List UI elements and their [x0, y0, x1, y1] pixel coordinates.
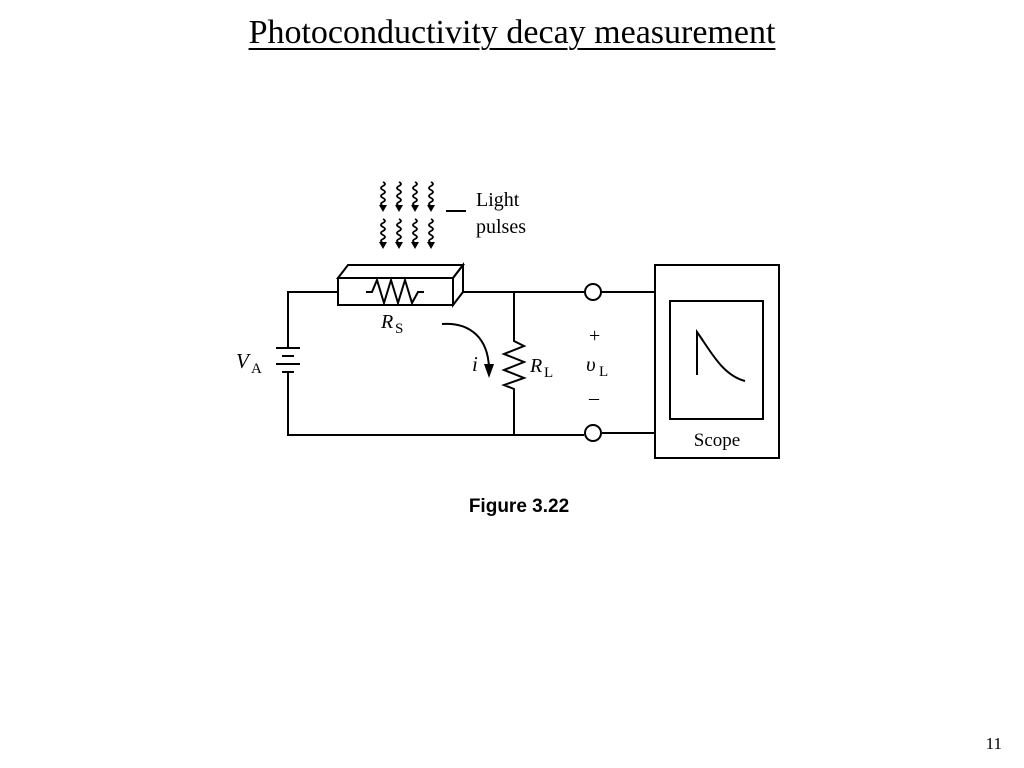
load-resistor-subscript: L — [544, 365, 553, 381]
sample-resistor-box — [335, 262, 466, 308]
output-terminal-bottom — [584, 424, 602, 442]
figure-caption: Figure 3.22 — [469, 496, 569, 517]
output-terminal-top — [584, 283, 602, 301]
light-pulse-arrowhead — [427, 242, 435, 249]
light-label-line1: Light — [476, 189, 520, 211]
light-pulse-wave — [396, 218, 402, 244]
minus-sign: – — [588, 387, 600, 409]
light-pulse-arrowhead — [379, 205, 387, 212]
scope-screen — [669, 300, 764, 420]
light-pulse-wave — [396, 181, 402, 207]
sample-resistor-subscript: S — [395, 321, 403, 337]
battery-icon — [276, 347, 300, 373]
current-label: i — [472, 352, 478, 376]
light-pulse-wave — [412, 218, 418, 244]
scope-label: Scope — [694, 430, 740, 451]
light-pulse-wave — [380, 218, 386, 244]
sample-resistor-zigzag — [366, 276, 424, 307]
light-label-line2: pulses — [476, 216, 526, 238]
light-pulse-arrowhead — [427, 205, 435, 212]
scope-frame — [654, 264, 780, 459]
slide-title: Photoconductivity decay measurement — [248, 14, 776, 51]
source-voltage-label: V — [236, 349, 251, 373]
light-pulse-wave — [412, 181, 418, 207]
light-pulse-arrowhead — [379, 242, 387, 249]
source-voltage-subscript: A — [251, 361, 262, 377]
decay-trace — [696, 328, 746, 382]
light-pulse-row — [379, 218, 435, 249]
output-voltage-subscript: L — [599, 364, 608, 380]
light-pulse-wave — [380, 181, 386, 207]
light-pulse-row — [379, 181, 435, 212]
load-resistor-label: R — [529, 355, 542, 377]
light-pulse-arrowhead — [395, 242, 403, 249]
light-pulse-wave — [428, 218, 434, 244]
oscilloscope — [654, 264, 780, 459]
current-arrow-icon — [441, 322, 494, 378]
light-pulse-arrowhead — [411, 205, 419, 212]
plus-sign: + — [589, 325, 600, 347]
sample-resistor-label: R — [380, 311, 393, 333]
load-resistor-zigzag — [501, 337, 527, 390]
light-pulse-arrowhead — [395, 205, 403, 212]
light-pulses-icon — [379, 181, 435, 249]
page-number: 11 — [985, 734, 1002, 753]
output-voltage-label: υ — [586, 352, 596, 376]
light-pulse-arrowhead — [411, 242, 419, 249]
circuit-wires — [287, 291, 655, 436]
light-pulse-wave — [428, 181, 434, 207]
